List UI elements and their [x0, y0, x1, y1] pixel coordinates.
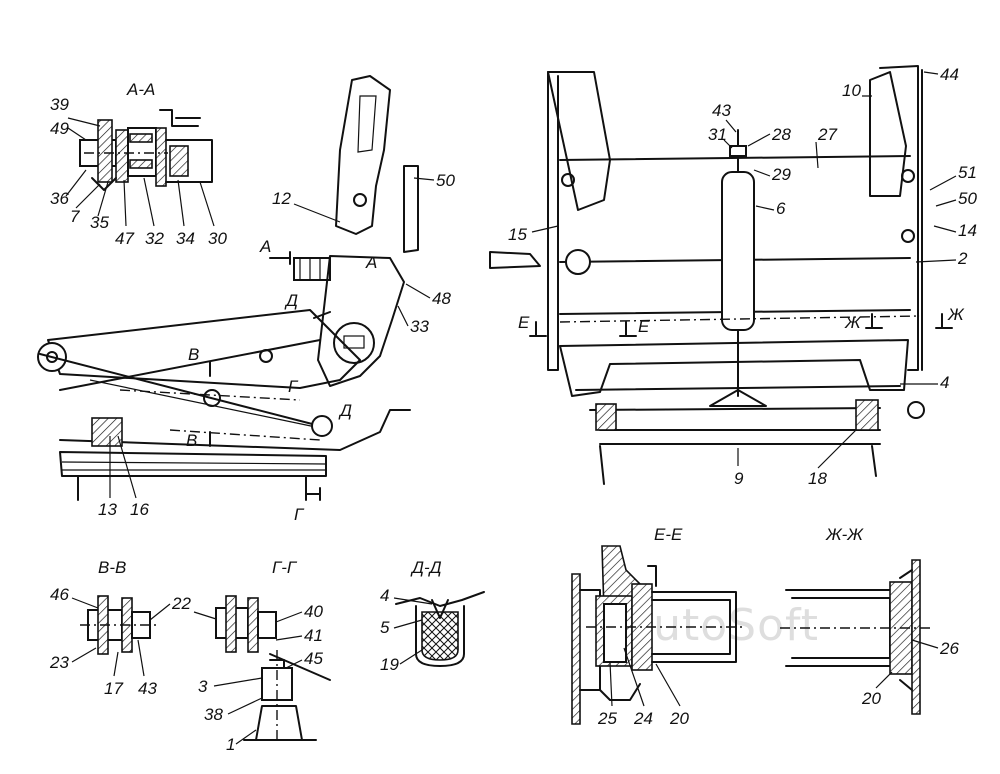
section-dd-callouts: 4 5 19: [380, 586, 433, 674]
callout-41: 41: [304, 626, 323, 645]
callout-47: 47: [115, 229, 134, 248]
section-title-vv: В-В: [98, 558, 126, 577]
callout-18: 18: [808, 469, 827, 488]
side-view-callouts: 12 50 48 33 13 16: [98, 171, 455, 519]
cut-marker-zh-left: Ж: [844, 313, 862, 332]
section-vv-drawing: В-В: [80, 558, 160, 655]
cut-marker-e-right: Е: [638, 317, 650, 336]
section-ee-drawing: Е-Е: [571, 525, 742, 725]
cut-marker-a-left: А: [259, 237, 271, 256]
callout-7: 7: [70, 207, 80, 226]
callout-25: 25: [597, 709, 617, 728]
section-gg-drawing: Г-Г: [215, 558, 331, 741]
cut-marker-a-right: А: [365, 253, 377, 272]
callout-34: 34: [176, 229, 195, 248]
callout-45: 45: [304, 649, 323, 668]
callout-31: 31: [708, 125, 727, 144]
callout-40: 40: [304, 602, 323, 621]
section-zz-callouts: 26 20: [861, 639, 959, 708]
callout-10: 10: [842, 81, 861, 100]
callout-5: 5: [380, 618, 390, 637]
callout-49: 49: [50, 119, 69, 138]
callout-3: 3: [198, 677, 208, 696]
callout-16: 16: [130, 500, 149, 519]
callout-32: 32: [145, 229, 164, 248]
section-title-zz: Ж-Ж: [825, 525, 864, 544]
callout-17: 17: [104, 679, 123, 698]
callout-24: 24: [633, 709, 653, 728]
section-aa-drawing: А-А: [79, 80, 213, 191]
callout-29: 29: [771, 165, 791, 184]
callout-22: 22: [171, 594, 191, 613]
section-aa-callouts: 39 49 36 7 35 47 32 34 30: [50, 95, 227, 248]
callout-33: 33: [410, 317, 429, 336]
callout-4-dd: 4: [380, 586, 389, 605]
callout-2: 2: [957, 249, 968, 268]
callout-46: 46: [50, 585, 69, 604]
callout-48: 48: [432, 289, 451, 308]
section-dd-drawing: Д-Д: [395, 558, 485, 667]
callout-23: 23: [49, 653, 69, 672]
cut-marker-v-bottom: В: [186, 431, 197, 450]
side-view-cut-markers: А А Д Д В В Г Г: [186, 237, 377, 524]
callout-15: 15: [508, 225, 527, 244]
callout-1: 1: [226, 735, 235, 754]
callout-6: 6: [776, 199, 786, 218]
watermark: AutoSoft: [622, 600, 819, 651]
callout-38: 38: [204, 705, 223, 724]
callout-50-front: 50: [958, 189, 977, 208]
callout-20-ee: 20: [669, 709, 689, 728]
callout-51: 51: [958, 163, 977, 182]
callout-44: 44: [940, 65, 959, 84]
callout-12: 12: [272, 189, 291, 208]
callout-14: 14: [958, 221, 977, 240]
callout-36: 36: [50, 189, 69, 208]
callout-50-side: 50: [436, 171, 455, 190]
cut-marker-d-bottom: Д: [338, 401, 352, 420]
front-view-callouts: 43 31 28 27 10 44 29 6 51 50 14 15 2 4 9…: [508, 65, 977, 488]
callout-20-zz: 20: [861, 689, 881, 708]
side-view-drawing: [37, 75, 419, 501]
callout-39: 39: [50, 95, 69, 114]
section-ee-callouts: 25 24 20: [597, 647, 689, 728]
section-zz-drawing: Ж-Ж: [780, 525, 930, 715]
cut-marker-d-top: Д: [284, 291, 298, 310]
cut-marker-v-top: В: [188, 345, 199, 364]
callout-27: 27: [817, 125, 837, 144]
callout-43-front: 43: [712, 101, 731, 120]
cut-marker-g-top: Г: [288, 377, 299, 396]
callout-43-vv: 43: [138, 679, 157, 698]
front-view-cut-markers: Е Е Ж Ж: [518, 305, 965, 337]
cut-marker-e-left: Е: [518, 313, 530, 332]
section-gg-callouts: 40 41 45 3 38 1: [198, 602, 323, 754]
section-title-dd: Д-Д: [410, 558, 442, 577]
front-view-drawing: [489, 65, 925, 485]
callout-35: 35: [90, 213, 109, 232]
section-title-gg: Г-Г: [272, 558, 298, 577]
callout-26: 26: [939, 639, 959, 658]
section-title-ee: Е-Е: [654, 525, 683, 544]
callout-19: 19: [380, 655, 399, 674]
callout-13: 13: [98, 500, 117, 519]
callout-28: 28: [771, 125, 791, 144]
section-vv-callouts: 46 22 23 17 43: [49, 585, 233, 698]
cut-marker-g-bottom: Г: [294, 505, 305, 524]
cut-marker-zh-right: Ж: [947, 305, 965, 324]
callout-4-front: 4: [940, 373, 949, 392]
section-title-aa: А-А: [126, 80, 155, 99]
callout-9: 9: [734, 469, 744, 488]
callout-30: 30: [208, 229, 227, 248]
